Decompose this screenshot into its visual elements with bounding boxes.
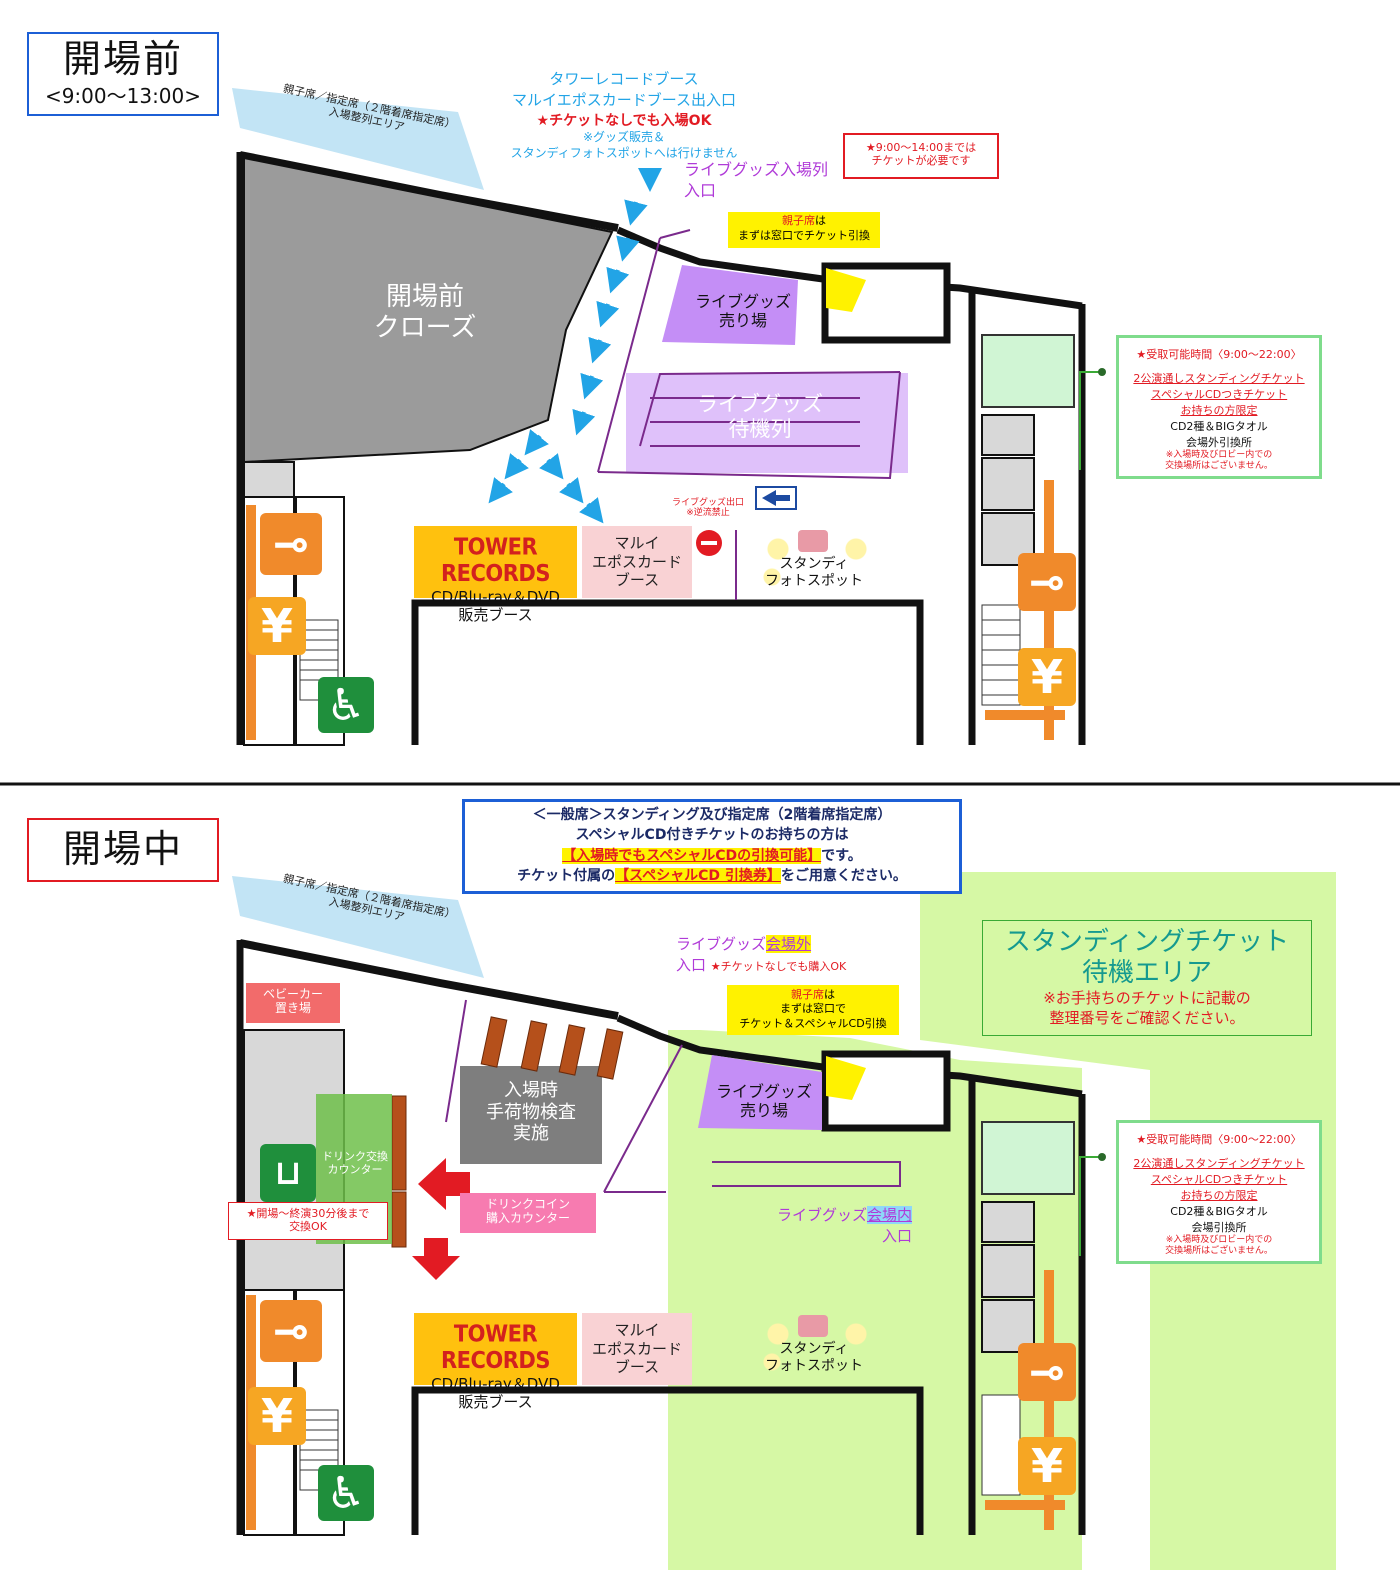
- goods-sales-label: ライブグッズ 売り場: [694, 292, 791, 331]
- goods-sales-label-2: ライブグッズ 売り場: [715, 1082, 812, 1121]
- camera-icon-2: [798, 1315, 828, 1337]
- queue-area-shape: [232, 88, 484, 190]
- photo-spot-label-2: スタンディ フォトスポット: [765, 1341, 863, 1374]
- closed-area-label: 開場前 クローズ: [373, 282, 477, 344]
- drink-icon: ⊔: [260, 1144, 316, 1202]
- key-icon: ⊸: [260, 513, 322, 575]
- goods-inside-entrance-label: ライブグッズ会場内 入口: [776, 1206, 912, 1245]
- key-icon-right: ⊸: [1018, 553, 1076, 611]
- yen-icon-2: ¥: [248, 1387, 306, 1445]
- goods-sales-shape: [662, 265, 798, 345]
- goods-sales-shape-2: [698, 1055, 822, 1130]
- family-seat-note-2: 親子席は まずは窓口で チケット＆スペシャルCD引換: [727, 985, 899, 1035]
- yen-icon-right-2: ¥: [1018, 1437, 1076, 1495]
- stroller-parking: ベビーカー 置き場: [246, 983, 340, 1023]
- yen-icon-right: ¥: [1018, 648, 1076, 706]
- no-entry-icon: [696, 530, 722, 556]
- wheelchair-icon-2: ♿: [318, 1465, 374, 1521]
- camera-icon: [798, 530, 828, 552]
- exchange-box-before: ★受取可能時間〈9:00〜22:00〉 2公演通しスタンディングチケット スペシ…: [1116, 335, 1322, 479]
- goods-wait-label: ライブグッズ 待機列: [697, 392, 823, 442]
- family-seat-note: 親子席は まずは窓口でチケット引換: [728, 212, 880, 248]
- phase-before-time: <9:00〜13:00>: [44, 84, 202, 109]
- key-icon-2: ⊸: [260, 1300, 322, 1362]
- yen-icon: ¥: [248, 597, 306, 655]
- exchange-box-during: ★受取可能時間〈9:00〜22:00〉 2公演通しスタンディングチケット スペシ…: [1116, 1120, 1322, 1264]
- goods-queue-entrance-label: ライブグッズ入場列 入口: [684, 160, 829, 200]
- drink-counter-label: ドリンク交換 カウンター: [322, 1150, 388, 1177]
- standing-wait-area: スタンディングチケット 待機エリア ※お手持ちのチケットに記載の 整理番号をご確…: [982, 920, 1312, 1036]
- photo-spot-area: スタンディ フォトスポット: [754, 528, 874, 598]
- ticket-required-note: ★9:00〜14:00までは チケットが必要です: [843, 133, 999, 179]
- drink-coin-counter: ドリンクコイン 購入カウンター: [460, 1193, 596, 1233]
- goods-outside-entrance-label: ライブグッズ会場外 入口 ★チケットなしでも購入OK: [676, 935, 847, 974]
- drink-exchange-note: ★開場〜終演30分後まで 交換OK: [228, 1202, 388, 1240]
- tower-records-booth: TOWER RECORDS CD/Blu-ray＆DVD 販売ブース: [414, 526, 577, 624]
- tower-booth-entrance-label: タワーレコードブース マルイエポスカードブース出入口 ★チケットなしでも入場OK…: [510, 70, 738, 160]
- photo-spot-area-2: スタンディ フォトスポット: [754, 1313, 874, 1383]
- phase-before-box: 開場前 <9:00〜13:00>: [27, 32, 219, 116]
- marui-booth: マルイ エポスカード ブース: [582, 526, 692, 598]
- phase-during-title: 開場中: [62, 827, 183, 872]
- bag-check-label: 入場時 手荷物検査 実施: [486, 1080, 576, 1145]
- wheelchair-icon: ♿: [318, 677, 374, 733]
- goods-exit-label: ライブグッズ出口 ※逆流禁止: [671, 498, 744, 518]
- photo-spot-label: スタンディ フォトスポット: [765, 556, 863, 589]
- phase-during-box: 開場中: [27, 818, 219, 882]
- queue-area-shape-2: [232, 876, 484, 978]
- bag-check-shape: [460, 1066, 602, 1164]
- tower-records-booth-2: TOWER RECORDS CD/Blu-ray＆DVD 販売ブース: [414, 1313, 577, 1411]
- marui-booth-2: マルイ エポスカード ブース: [582, 1313, 692, 1385]
- phase-before-title: 開場前: [62, 36, 183, 81]
- key-icon-right-2: ⊸: [1018, 1343, 1076, 1401]
- cd-exchange-notice: ＜一般席＞スタンディング及び指定席（2階着席指定席） スペシャルCD付きチケット…: [462, 799, 962, 894]
